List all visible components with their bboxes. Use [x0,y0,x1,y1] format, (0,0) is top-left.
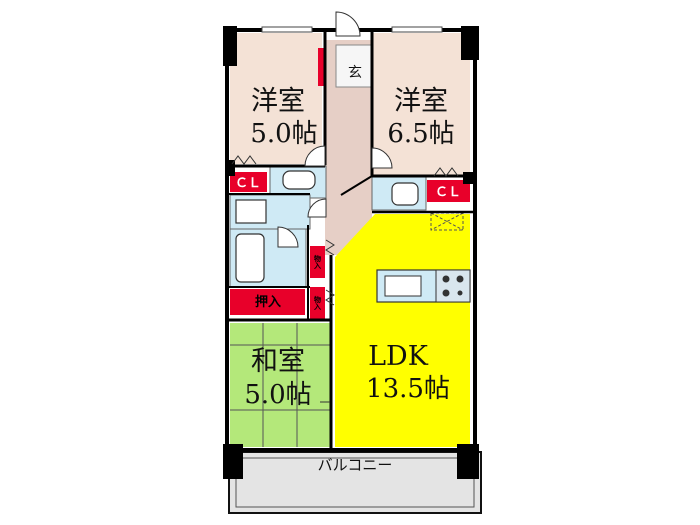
japanese-room [230,323,330,447]
toilet-right [371,176,427,211]
western-left-name: 洋室 [251,86,305,117]
japanese-name: 和室 [251,346,305,377]
storage-a: 物入 [310,246,325,278]
closet-left: ＣＬ [230,172,267,192]
shoe-storage [318,48,326,86]
ldk-room [335,214,470,447]
western-room-left [230,33,322,164]
western-right-name: 洋室 [394,86,448,117]
balcony-label: バルコニー [318,456,393,474]
oshiire-label: 押入 [255,294,281,310]
western-left-size: 5.0帖 [250,119,317,149]
pillars [223,26,479,479]
entrance-label: 玄 [348,64,362,81]
tatami-lines [230,323,330,447]
washroom [229,194,311,230]
closet-right: ＣＬ [427,180,470,202]
ldk-name: LDK [368,341,429,372]
storage-b-label: 物入 [314,295,323,311]
kitchen-counter [376,269,471,303]
balcony: バルコニー [228,451,482,514]
western-right-size: 6.5帖 [387,119,454,149]
closet-right-label: ＣＬ [435,185,461,200]
western-room-right [372,33,470,175]
folding-doors [231,155,459,306]
storage-b: 物入 [310,287,325,319]
door-swings [277,11,393,403]
ldk-size: 13.5帖 [366,374,450,404]
walls [225,28,477,452]
oshiire: 押入 [230,289,305,315]
windows [261,26,443,33]
closet-left-label: ＣＬ [235,176,261,191]
japanese-size: 5.0帖 [244,380,311,410]
storage-a-label: 物入 [314,254,323,270]
